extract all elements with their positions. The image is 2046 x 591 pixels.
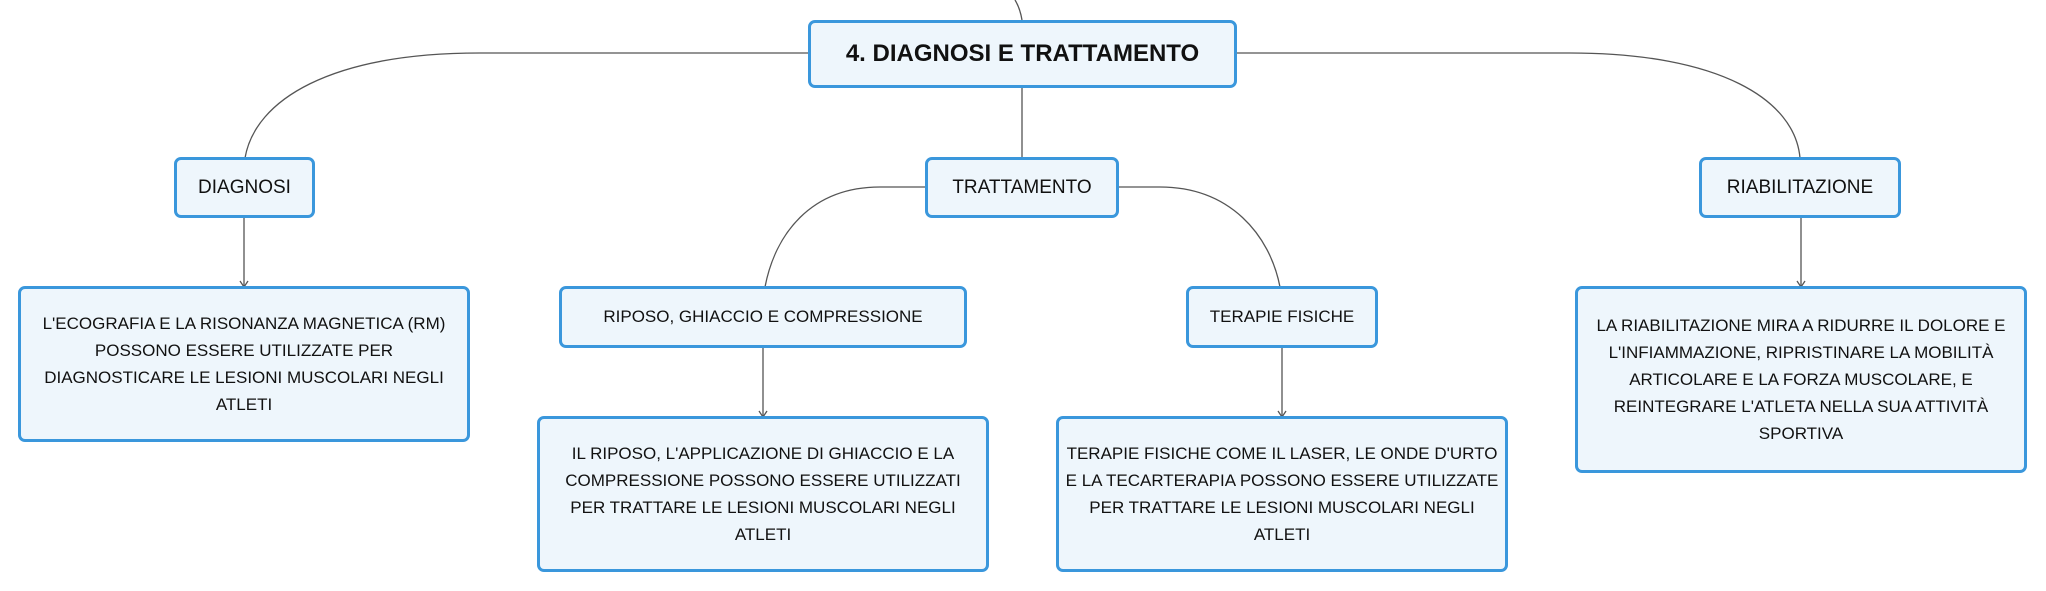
branch-label-diagnosi: DIAGNOSI: [198, 176, 291, 198]
branch-label-riabilitazione: RIABILITAZIONE: [1726, 176, 1874, 198]
branch-node-riabilitazione[interactable]: RIABILITAZIONE: [1699, 157, 1901, 218]
central-topic-node[interactable]: 4. DIAGNOSI E TRATTAMENTO: [808, 20, 1237, 88]
detail-node-riabilitazione[interactable]: LA RIABILITAZIONE MIRA A RIDURRE IL DOLO…: [1575, 286, 2027, 473]
subtopic-node-riposo[interactable]: RIPOSO, GHIACCIO E COMPRESSIONE: [559, 286, 967, 348]
detail-node-terapie[interactable]: TERAPIE FISICHE COME IL LASER, LE ONDE D…: [1056, 416, 1508, 572]
connector-central-riabilitazione: [1235, 52, 1801, 159]
branch-node-trattamento[interactable]: TRATTAMENTO: [925, 157, 1119, 218]
branch-label-trattamento: TRATTAMENTO: [952, 176, 1092, 198]
connector-trattamento-terapie: [1117, 186, 1281, 288]
branch-node-diagnosi[interactable]: DIAGNOSI: [174, 157, 315, 218]
connector-trattamento-riposo: [764, 186, 927, 288]
detail-node-diagnosi[interactable]: L'ECOGRAFIA E LA RISONANZA MAGNETICA (RM…: [18, 286, 470, 442]
subtopic-node-terapie[interactable]: TERAPIE FISICHE: [1186, 286, 1378, 348]
detail-text-riposo: IL RIPOSO, L'APPLICAZIONE DI GHIACCIO E …: [565, 444, 961, 544]
detail-text-diagnosi: L'ECOGRAFIA E LA RISONANZA MAGNETICA (RM…: [42, 314, 446, 414]
detail-node-riposo[interactable]: IL RIPOSO, L'APPLICAZIONE DI GHIACCIO E …: [537, 416, 989, 572]
subtopic-label-terapie: TERAPIE FISICHE: [1209, 307, 1355, 326]
connector-central-diagnosi: [244, 52, 810, 159]
central-topic-title: 4. DIAGNOSI E TRATTAMENTO: [845, 40, 1200, 67]
subtopic-label-riposo: RIPOSO, GHIACCIO E COMPRESSIONE: [603, 307, 923, 326]
detail-text-riabilitazione: LA RIABILITAZIONE MIRA A RIDURRE IL DOLO…: [1596, 316, 2006, 443]
connector-parent-central: [1014, 0, 1023, 21]
detail-text-terapie: TERAPIE FISICHE COME IL LASER, LE ONDE D…: [1065, 444, 1499, 544]
